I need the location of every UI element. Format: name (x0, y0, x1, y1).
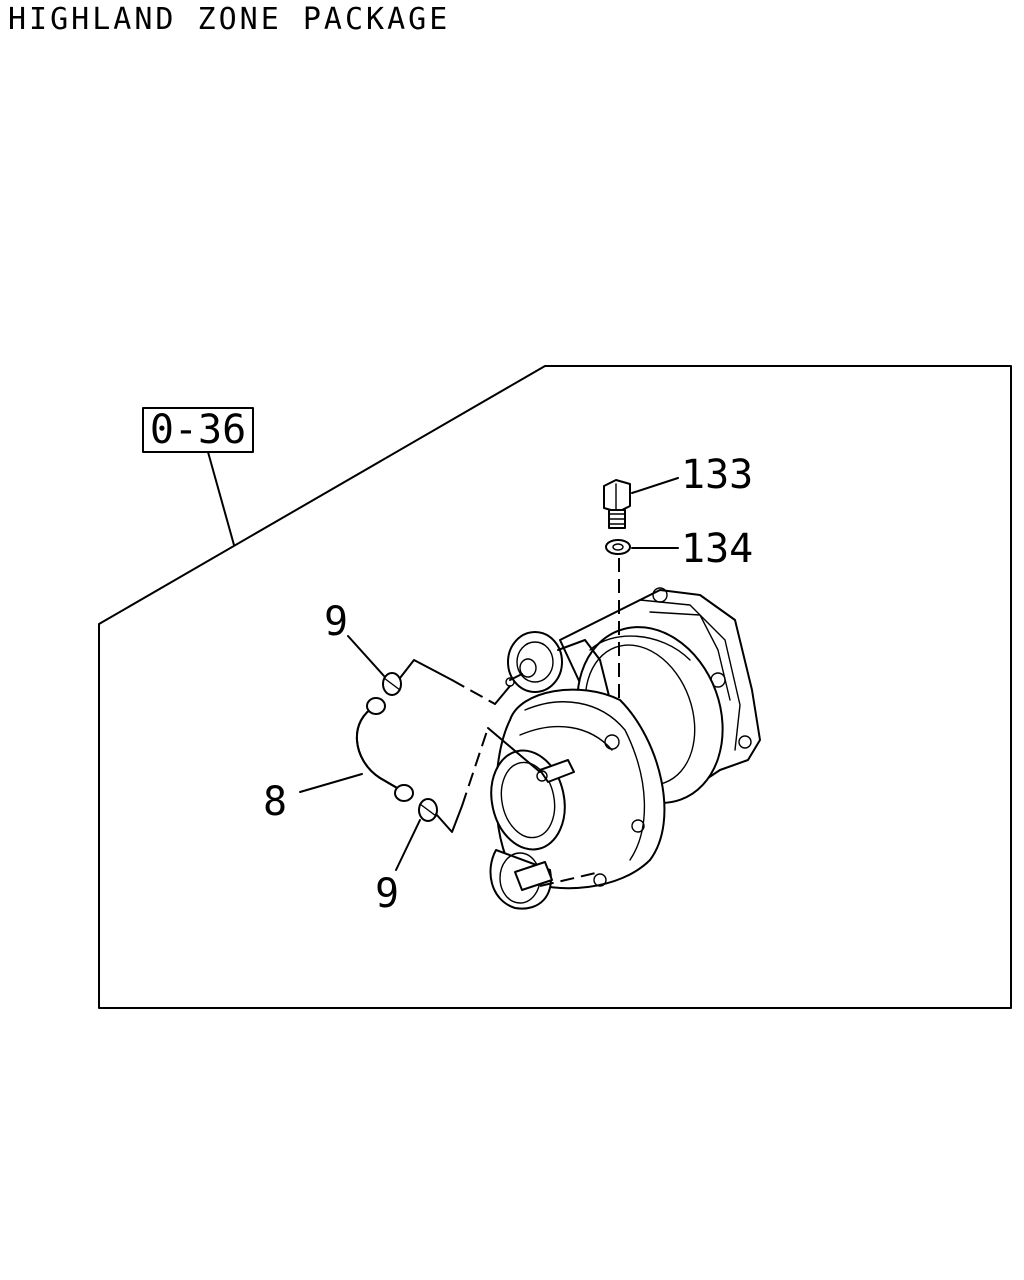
callout-8: 8 (263, 779, 287, 825)
part-9-lower-clamp (418, 798, 438, 822)
page-title: HIGHLAND ZONE PACKAGE (8, 2, 451, 37)
reference-leader (207, 451, 235, 546)
leader-133 (631, 477, 679, 494)
zone-frame (98, 365, 1012, 1009)
callout-134: 134 (681, 526, 753, 572)
leader-9-upper (347, 635, 385, 677)
callout-9-upper: 9 (324, 599, 348, 645)
part-133-bolt (603, 479, 631, 529)
leader-8 (299, 773, 363, 793)
leader-9-lower (395, 819, 421, 871)
reference-box (142, 407, 254, 453)
reference-box-label: 0-36 (150, 407, 246, 453)
callout-9-lower: 9 (375, 871, 399, 917)
part-9-upper-clamp (382, 672, 402, 696)
turbocharger-illustration (489, 587, 761, 910)
callout-133: 133 (681, 452, 753, 498)
part-134-washer (605, 539, 631, 555)
